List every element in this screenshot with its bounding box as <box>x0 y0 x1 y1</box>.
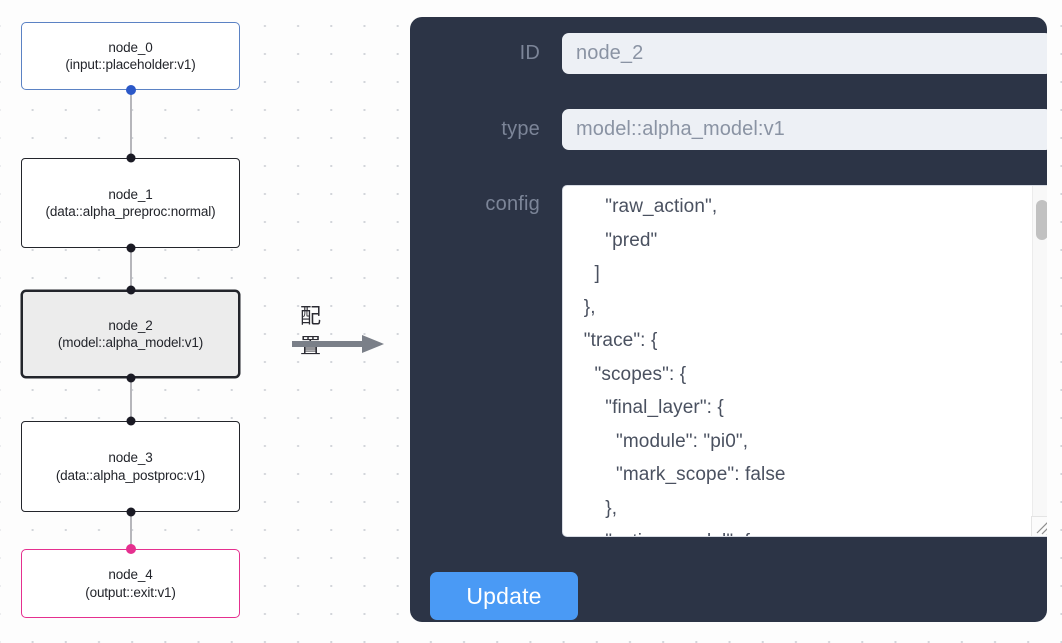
config-textarea[interactable]: "raw_action", "pred" ] }, "trace": { "sc… <box>562 185 1047 537</box>
node2-output-handle[interactable] <box>126 373 135 383</box>
id-input[interactable] <box>562 33 1047 74</box>
node-subtitle: (data::alpha_preproc:normal) <box>45 204 216 219</box>
type-input[interactable] <box>562 109 1047 150</box>
arrow-right-icon <box>292 335 384 353</box>
node1-input-handle[interactable] <box>126 153 135 163</box>
edge-node1-node2 <box>130 248 132 293</box>
edge-node3-node4 <box>130 512 132 549</box>
config-textarea-scroll-thumb[interactable] <box>1036 200 1047 240</box>
node-title: node_3 <box>108 450 153 465</box>
edge-node2-node3 <box>130 377 132 420</box>
node1-output-handle[interactable] <box>126 243 135 253</box>
node3-input-handle[interactable] <box>126 416 135 426</box>
config-field-row: config "raw_action", "pred" ] }, "trace"… <box>430 185 1047 537</box>
graph-node-node_3[interactable]: node_3 (data::alpha_postproc:v1) <box>21 421 240 512</box>
node-subtitle: (model::alpha_model:v1) <box>57 335 204 350</box>
node-subtitle: (data::alpha_postproc:v1) <box>55 467 206 483</box>
node-label: node_3 (data::alpha_postproc:v1) <box>30 449 231 484</box>
type-field-row: type <box>430 109 1047 150</box>
id-field-row: ID <box>430 33 1047 74</box>
node-title: node_0 <box>108 39 153 55</box>
config-textarea-wrapper: "raw_action", "pred" ] }, "trace": { "sc… <box>562 185 1047 537</box>
node-label: node_0 (input::placeholder:v1) <box>30 39 231 74</box>
node-title: node_4 <box>108 567 153 582</box>
node2-input-handle[interactable] <box>126 285 135 295</box>
update-button[interactable]: Update <box>430 572 578 620</box>
config-panel: ID type config "raw_action", "pred" ] },… <box>410 17 1047 622</box>
node-subtitle: (input::placeholder:v1) <box>65 57 196 72</box>
node4-input-handle[interactable] <box>125 544 136 554</box>
config-field-label: config <box>485 193 540 215</box>
id-field-label: ID <box>519 42 540 64</box>
edge-node0-node1 <box>130 90 132 158</box>
node-label: node_4 (output::exit:v1) <box>30 566 231 601</box>
graph-node-node_1[interactable]: node_1 (data::alpha_preproc:normal) <box>21 158 240 248</box>
node-subtitle: (output::exit:v1) <box>85 584 176 600</box>
type-field-label: type <box>501 118 540 140</box>
node3-output-handle[interactable] <box>126 507 135 517</box>
node0-output-handle[interactable] <box>125 85 136 95</box>
config-textarea-scrollbar[interactable] <box>1032 186 1047 536</box>
node-label: node_1 (data::alpha_preproc:normal) <box>30 186 231 221</box>
graph-node-node_2[interactable]: node_2 (model::alpha_model:v1) <box>21 290 240 378</box>
node-title: node_2 <box>108 317 153 333</box>
node-title: node_1 <box>108 186 153 202</box>
graph-node-node_4[interactable]: node_4 (output::exit:v1) <box>21 549 240 618</box>
config-textarea-resize-handle[interactable] <box>1031 516 1047 536</box>
node-label: node_2 (model::alpha_model:v1) <box>31 317 230 352</box>
graph-node-node_0[interactable]: node_0 (input::placeholder:v1) <box>21 22 240 90</box>
